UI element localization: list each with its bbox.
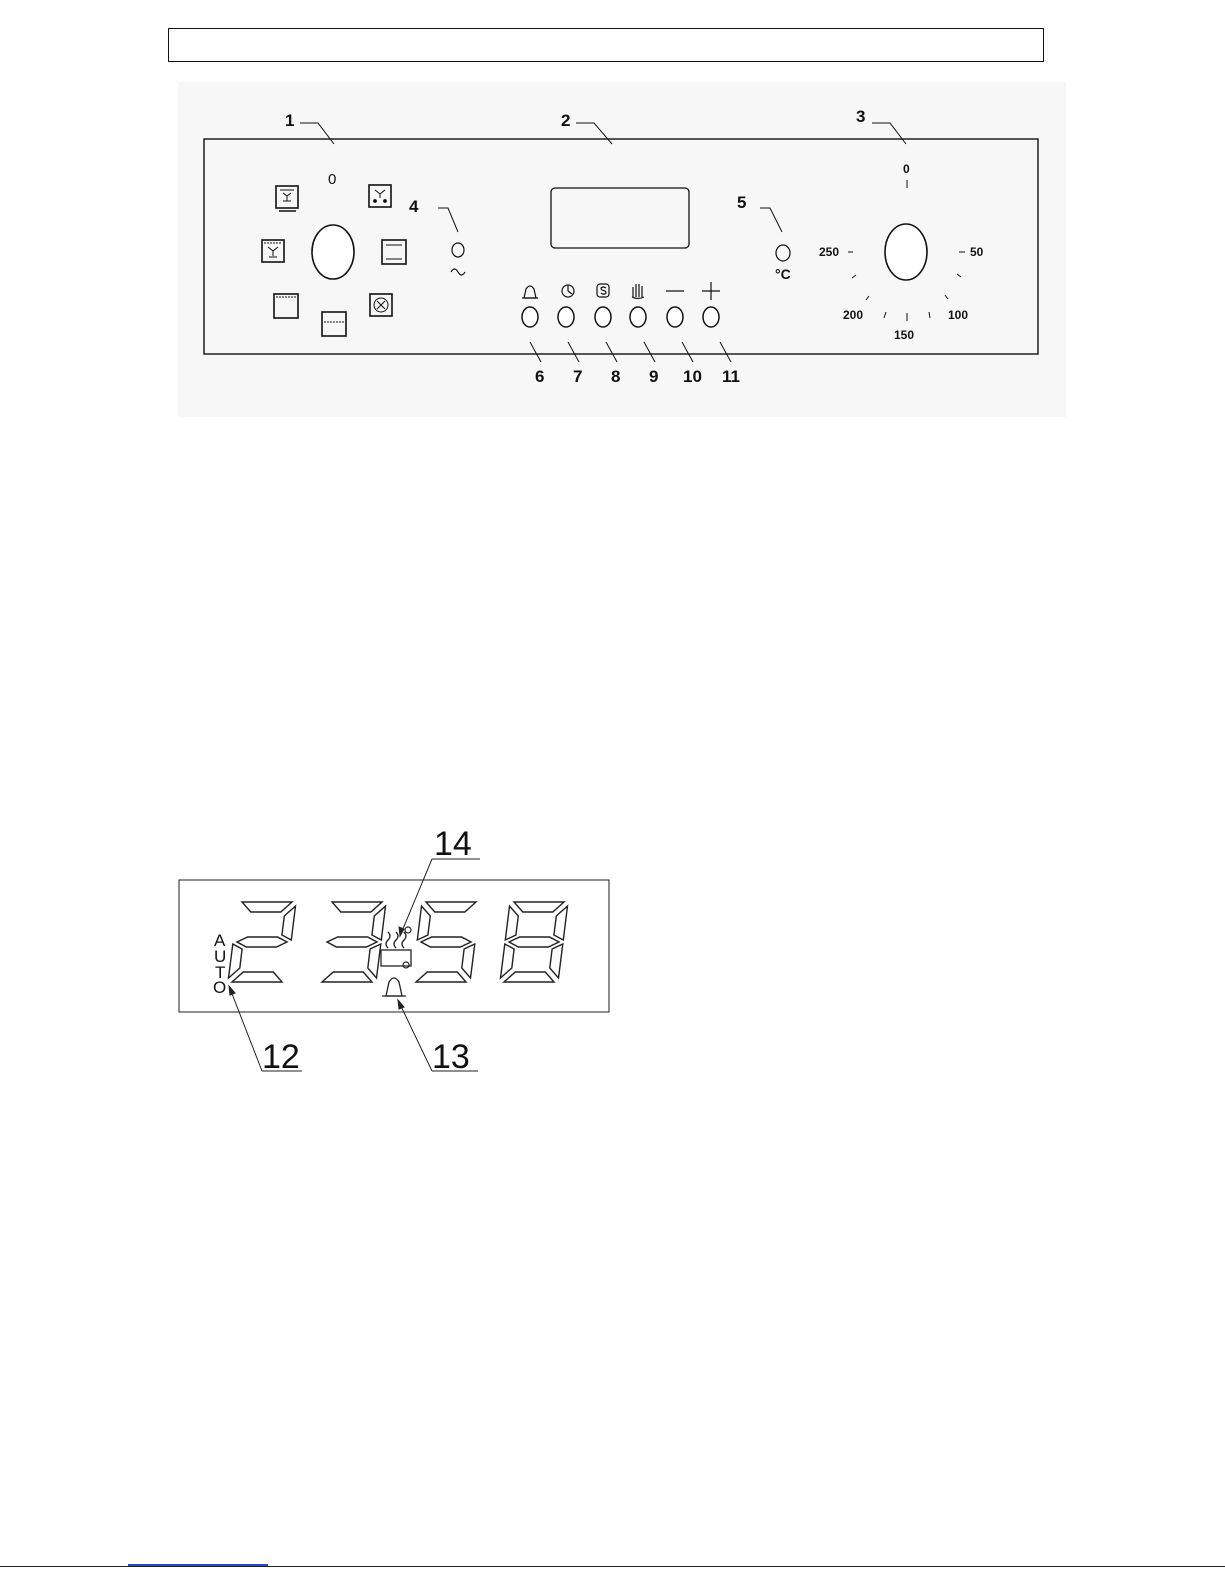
footer-link-underline[interactable] [128,1564,268,1566]
temp-label-150: 150 [894,328,914,342]
digit-segment [327,937,377,947]
digit-segment [322,972,372,982]
digit-segment [416,972,466,982]
top-heat-icon [262,240,284,262]
display-digit [322,902,386,982]
digit-segment [509,937,559,947]
digit-segment [237,937,287,947]
callout-12: 12 [262,1038,300,1076]
digit-segment [501,944,515,978]
bell-icon [382,978,406,996]
duration-button[interactable] [558,307,574,327]
digit-segment [282,906,296,940]
function-dial-zero-label: 0 [328,171,336,188]
plus-button[interactable] [703,307,719,327]
digit-segment [372,906,386,940]
digit-segment [505,906,518,940]
bottom-heat-icon [322,312,346,336]
callout-7: 7 [573,367,582,386]
callout-3: 3 [856,107,865,126]
grill-fan-icon [276,186,298,211]
minus-button[interactable] [667,307,683,327]
digit-segment [232,972,282,982]
digit-segment [550,944,563,978]
defrost-icon [369,185,391,207]
alarm-button[interactable] [522,307,538,327]
thermostat-indicator: °C [775,245,791,282]
display-digit [229,902,296,982]
digit-segment [554,906,568,940]
callout-1: 1 [285,111,294,130]
digit-segment [229,944,243,978]
end-time-button[interactable] [595,307,611,327]
auto-letter-o: O [213,978,226,997]
callout-5: 5 [737,193,746,212]
callout-11: 11 [722,367,740,386]
manual-button[interactable] [630,307,646,327]
temp-label-100: 100 [948,308,968,322]
clock-icon [562,285,574,297]
display-digit [416,902,476,982]
temp-label-0: 0 [903,162,910,176]
temp-label-250: 250 [819,245,839,259]
manual-hand-icon [632,284,644,299]
display-detail-diagram: A U T O 14 12 13 [0,820,700,1080]
display-digit [501,902,568,982]
digit-segment [368,944,381,978]
conventional-icon [382,240,406,264]
digit-segment [462,944,475,978]
callout-2: 2 [561,111,570,130]
plus-icon [702,282,720,300]
temperature-knob[interactable] [885,224,927,280]
callout-13: 13 [432,1038,470,1076]
digit-segment [504,972,554,982]
digit-segment [426,902,476,912]
callout-9: 9 [649,367,658,386]
digit-segment [417,906,430,940]
temp-label-200: 200 [843,308,863,322]
callout-6: 6 [535,367,544,386]
start-icon [597,284,609,297]
bell-icon [522,286,538,298]
power-indicator-icon [451,243,465,275]
fan-forced-icon [370,294,392,316]
display-window [551,188,689,248]
footer-rule [0,1566,1225,1567]
digit-segment [421,937,471,947]
digit-segment [514,902,564,912]
thermostat-symbol: °C [775,266,791,282]
callout-10: 10 [683,367,702,386]
digit-segment [242,902,292,912]
cooking-steam-icon [381,932,411,966]
digit-segment [332,902,382,912]
callout-8: 8 [611,367,620,386]
fan-grill-icon [274,294,298,318]
control-panel-diagram: 1 2 3 4 5 6 7 8 9 10 11 0 [0,0,1225,430]
function-selector-knob[interactable] [312,225,354,279]
callout-14: 14 [434,825,472,863]
callout-4: 4 [409,197,419,216]
temp-label-50: 50 [970,245,984,259]
